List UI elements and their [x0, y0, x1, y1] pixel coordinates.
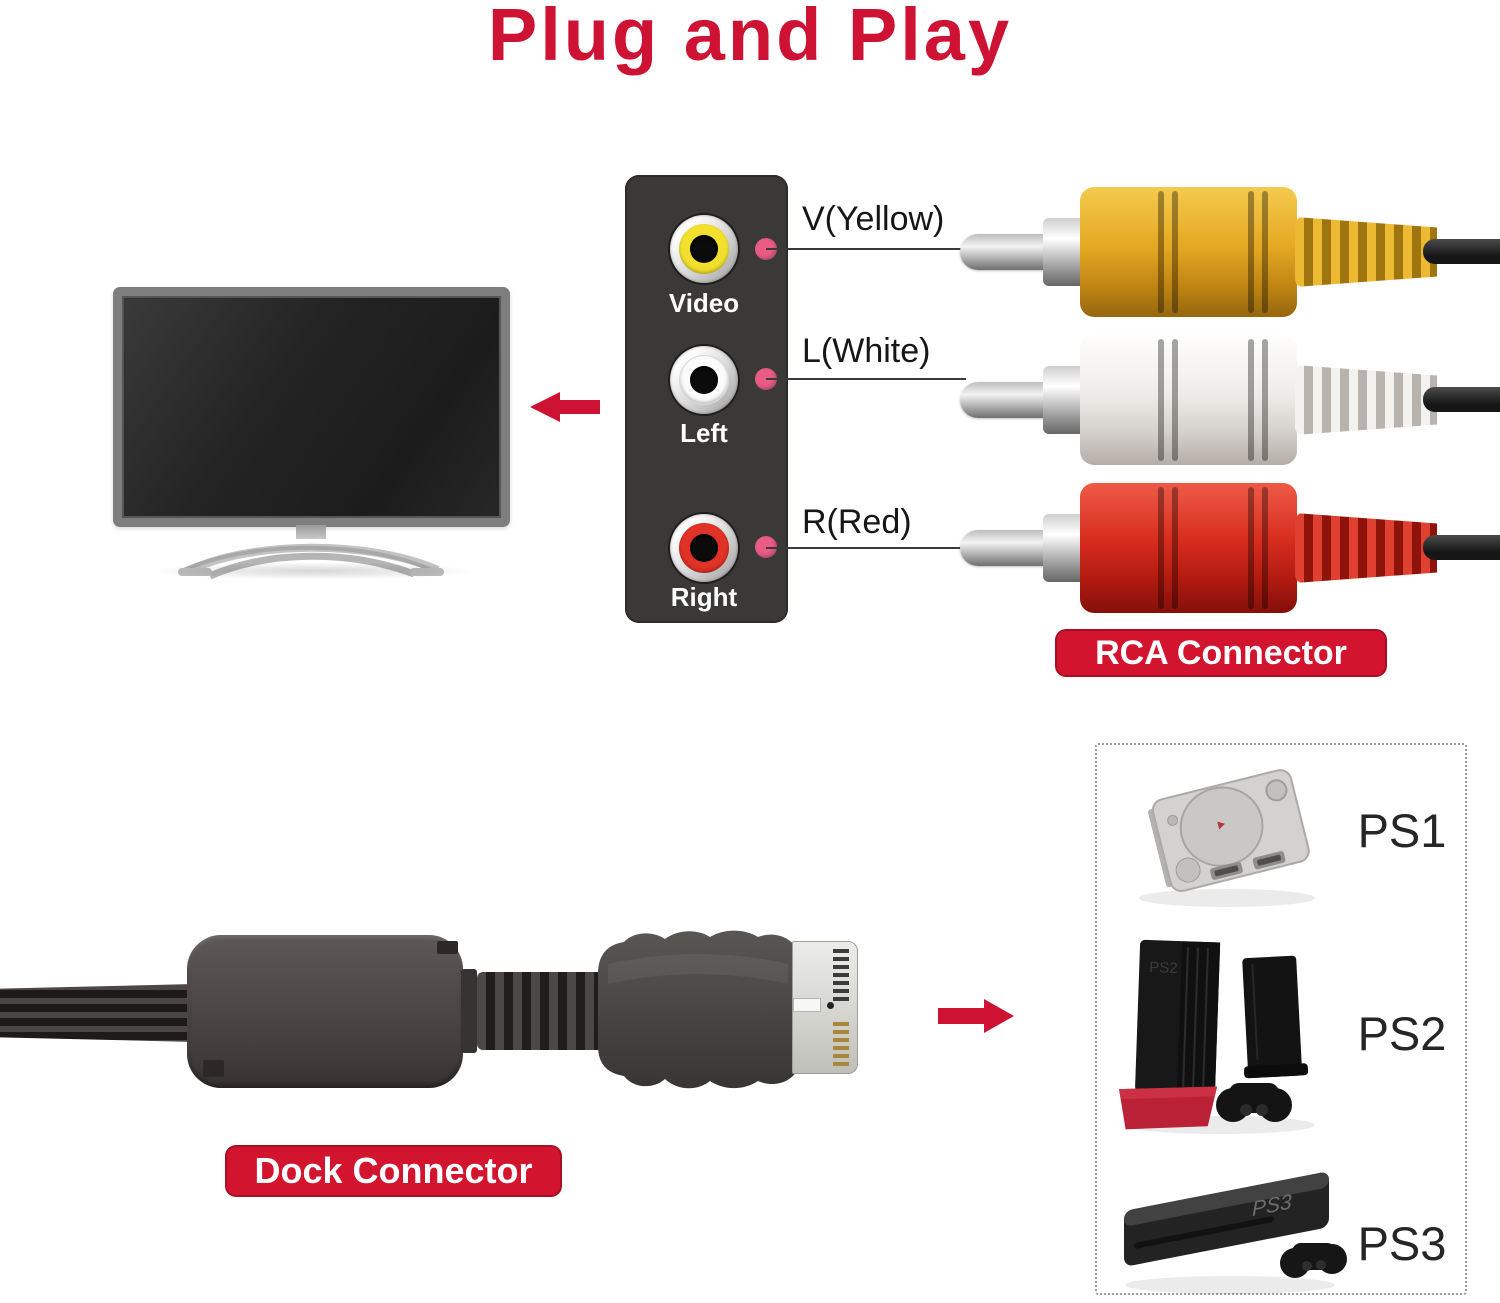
bead-notch — [203, 1060, 224, 1077]
wire-label-right: R(Red) — [802, 503, 912, 541]
left-jack-label: Left — [680, 418, 728, 448]
rca-plug-white — [955, 335, 1500, 465]
dock-connector-badge: Dock Connector — [227, 1147, 560, 1195]
leader-line-right — [766, 547, 966, 549]
ps2-logo: PS2 — [1149, 959, 1178, 977]
rca-cable — [1423, 387, 1500, 412]
leader-line-left — [766, 378, 966, 380]
dock-pins — [833, 949, 849, 1001]
dock-plug-tip — [792, 941, 858, 1074]
rca-plug-red — [955, 483, 1500, 613]
tv-screen — [125, 299, 498, 515]
rca-collar — [1043, 366, 1087, 434]
rca-cable — [1423, 239, 1500, 264]
dock-strain-relief — [477, 972, 603, 1050]
right-jack-label: Right — [670, 582, 738, 612]
tv-stand-neck — [296, 525, 326, 539]
ps1-console-illustration — [1139, 769, 1315, 907]
bead-notch — [437, 941, 458, 954]
rca-strain-relief — [1295, 217, 1437, 287]
ps2-label: PS2 — [1357, 1007, 1447, 1060]
rca-body — [1080, 483, 1297, 613]
rca-cable — [1423, 535, 1500, 560]
wire-label-left: L(White) — [802, 332, 931, 370]
rca-body — [1080, 335, 1297, 465]
ps2-console-illustration: PS2 — [1119, 939, 1315, 1134]
dock-cable-strands — [0, 984, 195, 1042]
dock-plug-body — [598, 930, 796, 1089]
rca-connector-badge: RCA Connector — [1057, 631, 1385, 675]
tv-illustration — [113, 287, 510, 527]
leader-line-video — [766, 248, 966, 250]
rca-plug-yellow — [955, 187, 1500, 317]
right-arrow-icon — [938, 999, 1014, 1033]
rca-metal-tip — [960, 382, 1052, 418]
left-arrow-icon — [530, 392, 600, 422]
rca-collar — [1043, 218, 1087, 286]
ps3-console-illustration: PS3 — [1124, 1172, 1347, 1294]
dock-pins-gold — [833, 1022, 849, 1066]
rca-collar — [1043, 514, 1087, 582]
wire-label-video: V(Yellow) — [802, 200, 945, 238]
tv-shadow — [150, 562, 480, 580]
dock-tip-notch — [793, 998, 821, 1012]
rca-strain-relief — [1295, 365, 1437, 435]
ferrite-bead — [187, 935, 463, 1088]
rca-metal-tip — [960, 234, 1052, 270]
page-title: Plug and Play — [487, 0, 1013, 76]
tv-stand — [178, 543, 444, 580]
rca-metal-tip — [960, 530, 1052, 566]
dock-neck — [461, 969, 477, 1053]
rca-strain-relief — [1295, 513, 1437, 583]
ps3-label: PS3 — [1357, 1217, 1447, 1270]
dock-tip-pin-dot — [827, 1002, 834, 1009]
video-jack-label: Video — [668, 288, 740, 318]
rca-body — [1080, 187, 1297, 317]
ps1-label: PS1 — [1357, 804, 1447, 857]
